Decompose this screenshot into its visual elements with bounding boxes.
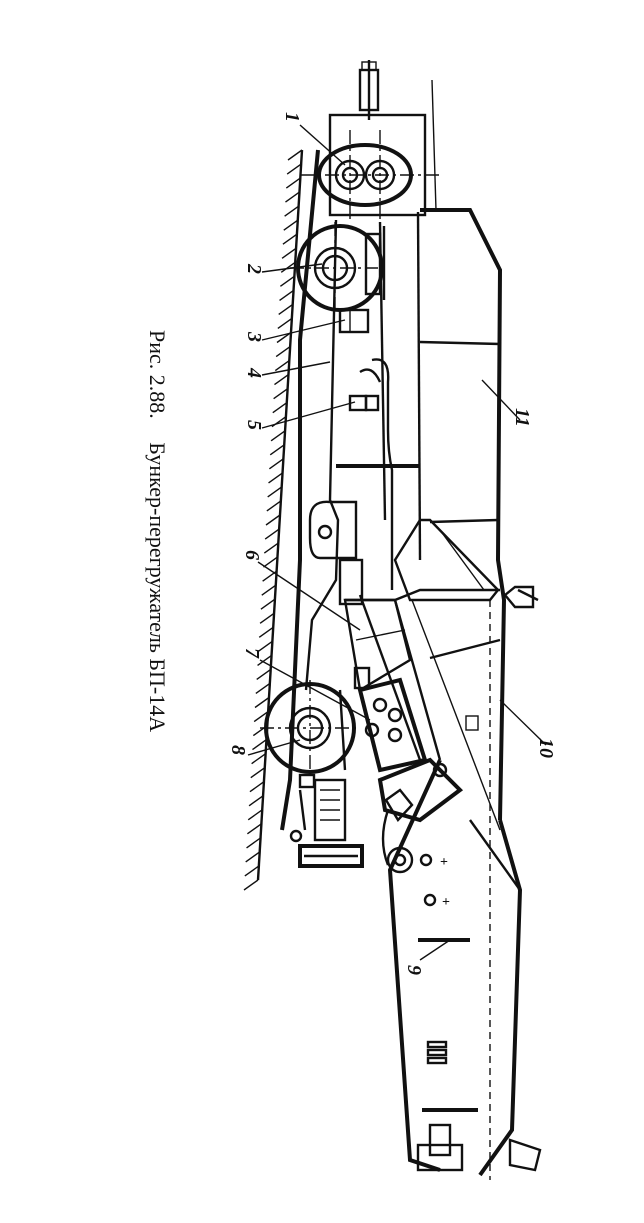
figure-number: Рис. 2.88. [145, 330, 170, 419]
wheel-bracket [338, 308, 370, 334]
bunker-body [393, 518, 500, 602]
callout-10: 10 [535, 738, 557, 758]
ground-line [243, 149, 304, 891]
callout-7: 7 [241, 648, 263, 659]
svg-text:+: + [442, 895, 450, 910]
svg-text:+: + [440, 855, 448, 870]
callout-8: 8 [227, 745, 249, 755]
callout-6: 6 [241, 550, 263, 560]
callout-2: 2 [243, 263, 265, 274]
callout-9: 9 [403, 965, 425, 975]
callout-1: 1 [281, 112, 303, 122]
middle-support [308, 500, 364, 606]
main-frame [280, 149, 507, 831]
callout-3: 3 [243, 331, 265, 342]
top-hook [503, 585, 539, 609]
loading-arm [343, 598, 464, 874]
callout-11: 11 [511, 408, 533, 427]
discharge-boom: + + [387, 759, 542, 1177]
rear-wheel [260, 680, 360, 780]
figure-title: Бункер-перегружатель БП-14А [145, 442, 170, 732]
support-jack [289, 773, 364, 868]
drive-station [300, 60, 440, 220]
svg-text:Рис. 2.88. Бункер-перегр: Рис. 2.88. Бункер-перегружатель БП-14А [145, 330, 170, 732]
callouts: 1 2 3 4 5 6 7 8 9 10 11 [227, 112, 557, 975]
figure-caption: Рис. 2.88. Бункер-перегружатель БП-14А [145, 330, 170, 732]
leader-lines [247, 124, 547, 961]
callout-5: 5 [243, 420, 265, 430]
callout-4: 4 [243, 367, 265, 378]
front-wheel [290, 222, 384, 312]
